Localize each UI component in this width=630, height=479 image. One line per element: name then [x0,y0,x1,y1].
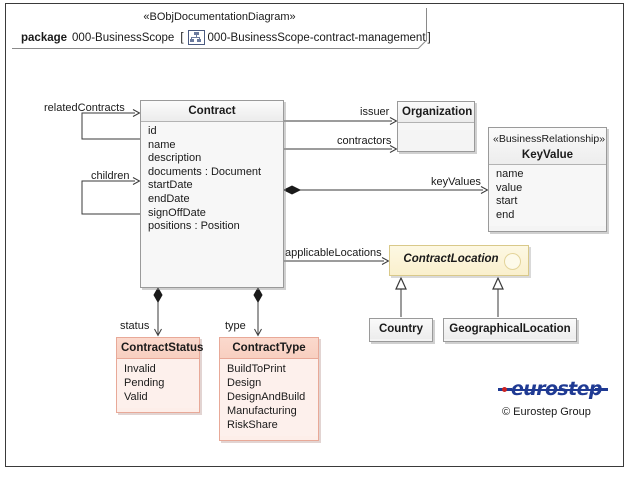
attribute-row: end [496,208,515,221]
class-country[interactable]: Country [369,318,433,342]
class-keyvalue-stereotype: «BusinessRelationship» [493,133,606,145]
enum-literal: RiskShare [227,419,278,431]
divider [220,358,318,359]
composition-diamond-status [153,286,163,304]
edge-label-applicable-locations: applicableLocations [285,247,382,259]
class-country-title: Country [370,319,432,339]
package-bracket-close: ] [427,31,431,44]
logo-red-dot-icon [502,387,507,392]
hierarchy-icon [187,30,205,45]
logo-strike-line [512,389,596,391]
divider [398,122,474,123]
class-contractlocation-title: ContractLocation [403,253,499,265]
class-contractlocation[interactable]: ContractLocation [389,245,529,276]
composition-diamond-type [253,286,263,304]
edge-label-issuer: issuer [360,106,390,118]
attribute-row: description [148,152,202,165]
edge-related-contracts [81,112,140,140]
eurostep-logo: eurostep [498,378,608,400]
edge-label-children: children [91,170,130,182]
enum-contracttype[interactable]: ContractType BuildToPrint Design DesignA… [219,337,319,441]
package-bracket-open: [ [180,31,184,44]
divider [141,121,283,122]
package-keyword: package [21,31,68,44]
class-keyvalue[interactable]: «BusinessRelationship» KeyValue name val… [488,127,607,232]
attribute-row: value [496,181,523,194]
edge-label-key-values: keyValues [431,176,481,188]
enum-literal: Valid [124,391,148,403]
class-contract[interactable]: Contract id name description documents :… [140,100,284,288]
generalization-arrow-country [395,276,407,290]
attribute-row: endDate [148,192,190,205]
enum-contractstatus[interactable]: ContractStatus Invalid Pending Valid [116,337,203,413]
divider [117,358,199,359]
logo-right-dash [595,388,608,391]
diagram-canvas[interactable]: «BObjDocumentationDiagram» package 000-B… [5,3,624,467]
attribute-row: name [148,138,176,151]
enum-contracttype-title: ContractType [220,338,318,358]
class-organization-title: Organization [398,102,474,122]
divider [489,164,606,165]
class-geographicallocation-title: GeographicalLocation [444,319,576,339]
attribute-row: positions : Position [148,220,240,233]
class-contract-title: Contract [141,101,283,121]
edge-children [81,180,140,215]
attribute-row: name [496,168,524,180]
class-organization[interactable]: Organization [397,101,475,152]
enum-literal: Design [227,377,262,389]
package-header: «BObjDocumentationDiagram» package 000-B… [12,8,431,49]
attribute-row: documents : Document [148,165,262,178]
enum-literal: DesignAndBuild [227,391,306,403]
enum-literal: Manufacturing [227,405,297,417]
edge-label-type: type [225,320,246,332]
package-frame-box [12,8,427,49]
edge-label-status: status [120,320,150,332]
enum-literal: Pending [124,377,165,389]
generalization-arrow-geoloc [492,276,504,290]
edge-label-related-contracts: relatedContracts [44,102,125,114]
package-name: 000-BusinessScope [72,31,175,44]
class-keyvalue-header: «BusinessRelationship» KeyValue [489,128,606,164]
attribute-row: startDate [148,179,193,192]
attribute-row: signOffDate [148,206,206,219]
class-organization-attributes [398,123,474,130]
copyright-text: © Eurostep Group [502,406,591,418]
eurostep-branding: eurostep © Eurostep Group [498,378,608,424]
package-stereotype: «BObjDocumentationDiagram» [143,11,296,23]
class-contract-attributes: id name description documents : Document… [141,122,283,238]
package-diagram-name: 000-BusinessScope-contract-management [207,31,426,44]
package-title-line: package 000-BusinessScope [ 000-Business… [21,30,433,45]
attribute-row: start [496,195,518,208]
edge-label-contractors: contractors [337,135,392,147]
class-keyvalue-title: KeyValue [521,149,574,161]
enum-literal: Invalid [124,363,156,375]
enum-contractstatus-literals: Invalid Pending Valid [117,359,199,408]
attribute-row: id [148,125,157,137]
composition-diamond-keyvalues [282,185,302,195]
class-keyvalue-attributes: name value start end [489,165,606,227]
interface-circle-icon [504,253,521,270]
enum-literal: BuildToPrint [227,363,286,375]
class-geographicallocation[interactable]: GeographicalLocation [443,318,577,342]
enum-contractstatus-title: ContractStatus [117,338,203,358]
enum-contracttype-literals: BuildToPrint Design DesignAndBuild Manuf… [220,359,318,436]
